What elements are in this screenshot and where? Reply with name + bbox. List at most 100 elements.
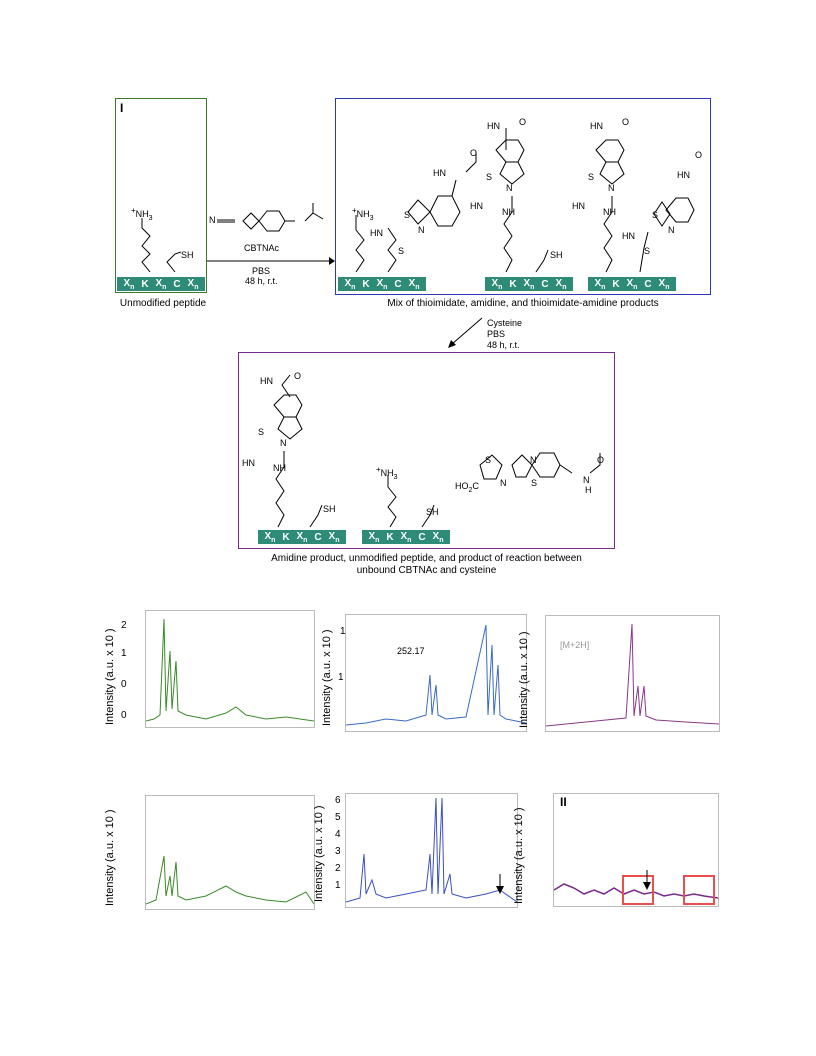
result-n-label-5: N xyxy=(583,475,590,485)
mix-o-label-3: O xyxy=(519,117,527,127)
result-ho2c-label: HO2C xyxy=(455,481,479,494)
spectrum-top-green xyxy=(145,610,315,728)
caption-result-line1: Amidine product, unmodified peptide, and… xyxy=(271,553,582,564)
tick-top-green-3: 0 xyxy=(121,679,127,690)
spectrum-trace-top-green xyxy=(146,618,314,722)
spectrum-top-blue xyxy=(345,614,527,732)
mix-s-label-2: S xyxy=(398,246,405,256)
ylabel-bottom-purple: Intensity (a.u. x 10 ) xyxy=(513,807,525,904)
mix-nh3-label: +NH3 xyxy=(352,206,374,222)
ylabel-top-blue: Intensity (a.u. x 10 ) xyxy=(321,629,333,726)
tick-top-green-1: 2 xyxy=(121,620,127,631)
result-hn-label-2: HN xyxy=(242,458,255,468)
tick-top-green-2: 1 xyxy=(121,648,127,659)
sh-label: SH xyxy=(181,250,194,260)
result-o-label-1: O xyxy=(294,371,302,381)
spectrum-trace-top-blue xyxy=(346,624,526,726)
result-o-label-5: O xyxy=(597,455,605,465)
unmodified-peptide-structure xyxy=(141,218,182,273)
result-nh3-label: +NH3 xyxy=(376,465,398,481)
mix-sh-label-4: SH xyxy=(550,250,563,260)
tick-bottom-blue-4: 3 xyxy=(335,846,341,857)
spectrum-bottom-green xyxy=(145,795,315,910)
mix-products-box xyxy=(335,98,711,295)
step2-reagent: Cysteine xyxy=(487,318,523,328)
result-s-label-1: S xyxy=(258,427,265,437)
unmodified-peptide-box xyxy=(115,98,207,293)
spectrum-bottom-purple xyxy=(553,793,719,907)
cbtnac-n-label: N xyxy=(209,215,216,225)
caption-result-line2: unbound CBTNAc and cysteine xyxy=(356,565,497,576)
cbtnac-structure xyxy=(217,203,324,232)
mix-s-label-7: S xyxy=(652,210,659,220)
arrow-bottom-blue xyxy=(496,874,504,894)
mix-n-label-7: N xyxy=(668,225,675,235)
panel-label-i: I xyxy=(120,101,124,115)
tick-bottom-blue-3: 4 xyxy=(335,829,341,840)
mix-n-label-3: N xyxy=(506,183,513,193)
panel-label-ii: II xyxy=(560,795,567,809)
mix-hn-label-7: HN xyxy=(677,170,690,180)
caption-mix: Mix of thioimidate, amidine, and thioimi… xyxy=(387,298,659,309)
highlight-box-2 xyxy=(683,875,715,905)
result-n-label-1: N xyxy=(280,438,287,448)
mix-n-label-5: N xyxy=(608,183,615,193)
annotation-top-blue: 252.17 xyxy=(397,646,425,656)
ylabel-top-green: Intensity (a.u. x 10 ) xyxy=(104,628,116,725)
ylabel-bottom-green: Intensity (a.u. x 10 ) xyxy=(104,809,116,906)
mix-hn-label-1: HN xyxy=(433,168,446,178)
spectrum-trace-top-purple xyxy=(546,623,719,727)
tick-bottom-blue-1: 6 xyxy=(335,795,341,806)
spectrum-trace-bottom-blue xyxy=(346,797,517,903)
tick-bottom-blue-6: 1 xyxy=(335,880,341,891)
tick-bottom-blue-5: 2 xyxy=(335,863,341,874)
mix-nh-label-4: NH xyxy=(502,207,515,217)
mix-hn-label-8: HN xyxy=(622,231,635,241)
mix-hn-label-2: HN xyxy=(370,228,383,238)
step2-conditions-1: PBS xyxy=(487,329,506,339)
result-n-label-4: N xyxy=(530,455,537,465)
result-h-label-5: H xyxy=(585,485,592,495)
tick-bottom-blue-2: 5 xyxy=(335,812,341,823)
mix-s-label-1: S xyxy=(404,210,411,220)
result-n-label-3: N xyxy=(500,478,507,488)
result-s-label-3: S xyxy=(485,455,492,465)
result-sh-label-2: SH xyxy=(426,507,439,517)
nh3-label: +NH3 xyxy=(131,206,153,222)
mix-nh-label-6: NH xyxy=(603,207,616,217)
mix-n-label-1: N xyxy=(418,225,425,235)
step2-conditions-2: 48 h, r.t. xyxy=(487,340,520,350)
ylabel-bottom-blue: Intensity (a.u. x 10 ) xyxy=(313,805,325,902)
mix-s-label-8: S xyxy=(644,246,651,256)
result-hn-label-1: HN xyxy=(260,376,273,386)
result-s-label-4: S xyxy=(531,478,538,488)
reaction-conditions-1a: PBS xyxy=(252,266,271,276)
result-sh-label-1: SH xyxy=(323,504,336,514)
tick-top-green-4: 0 xyxy=(121,710,127,721)
mix-hn-label-6: HN xyxy=(572,201,585,211)
ylabel-top-purple: Intensity (a.u. x 10 ) xyxy=(518,631,530,728)
result-structures xyxy=(273,374,601,528)
mix-o-label-1: O xyxy=(470,148,478,158)
mix-o-label-5: O xyxy=(622,117,630,127)
mix-hn-label-3: HN xyxy=(487,121,500,131)
mix-s-label-3: S xyxy=(486,172,493,182)
reaction-arrow-1 xyxy=(207,257,335,265)
tick-top-blue-1: 1 xyxy=(340,626,346,637)
arrow-bottom-purple xyxy=(643,870,651,890)
mix-s-label-5: S xyxy=(588,172,595,182)
caption-unmodified: Unmodified peptide xyxy=(119,298,207,309)
cbtnac-name: CBTNAc xyxy=(244,243,280,253)
result-products-box xyxy=(238,352,615,549)
mix-products-structures xyxy=(355,128,695,273)
tick-top-blue-2: 1 xyxy=(338,672,344,683)
result-nh-label-2: NH xyxy=(273,463,286,473)
annotation-top-purple: [M+2H] xyxy=(560,640,590,650)
spectrum-trace-bottom-purple xyxy=(554,883,718,899)
